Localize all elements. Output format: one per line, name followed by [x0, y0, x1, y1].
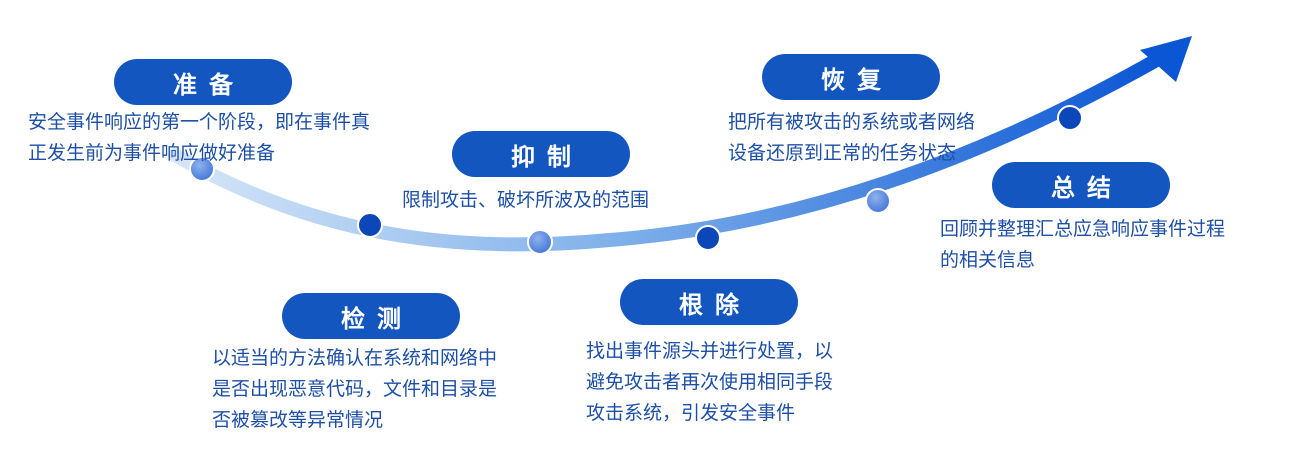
stage-prepare-line: 安全事件响应的第一个阶段，即在事件真 [28, 111, 371, 133]
node-summarize [865, 188, 891, 214]
curve-nodes [189, 105, 1083, 255]
stage-contain-description: 限制攻击、破坏所波及的范围 [402, 185, 649, 216]
stage-recover-title: 恢复 [762, 54, 940, 100]
stage-recover-description: 把所有被攻击的系统或者网络 设备还原到正常的任务状态 [728, 107, 975, 169]
progress-curve [168, 51, 1167, 252]
stage-contain-title: 抑制 [452, 131, 630, 177]
stage-recover-line: 设备还原到正常的任务状态 [728, 142, 957, 164]
stage-summarize-description: 回顾并整理汇总应急响应事件过程 的相关信息 [940, 214, 1225, 276]
stage-recover-line: 把所有被攻击的系统或者网络 [728, 111, 976, 133]
node-contain [527, 229, 553, 255]
stage-eradicate-line: 攻击系统，引发安全事件 [586, 402, 796, 424]
node-detect [357, 212, 383, 238]
stage-eradicate-line: 找出事件源头并进行处置，以 [586, 340, 834, 362]
stage-prepare-description: 安全事件响应的第一个阶段，即在事件真 正发生前为事件响应做好准备 [28, 107, 370, 169]
stage-eradicate-description: 找出事件源头并进行处置，以 避免攻击者再次使用相同手段 攻击系统，引发安全事件 [586, 336, 833, 429]
node-eradicate [695, 225, 721, 251]
stage-prepare-title: 准备 [114, 59, 292, 105]
stage-summarize-line: 回顾并整理汇总应急响应事件过程 [940, 218, 1226, 240]
stage-summarize-line: 的相关信息 [940, 249, 1036, 271]
stage-summarize-title: 总结 [992, 162, 1170, 208]
stage-detect-line: 否被篡改等异常情况 [212, 409, 384, 431]
stage-detect-title: 检测 [282, 293, 460, 339]
stage-detect-description: 以适当的方法确认在系统和网络中 是否出现恶意代码，文件和目录是 否被篡改等异常情… [212, 343, 497, 436]
stage-detect-line: 是否出现恶意代码，文件和目录是 [212, 378, 498, 400]
stage-prepare-line: 正发生前为事件响应做好准备 [28, 142, 276, 164]
stage-detect-line: 以适当的方法确认在系统和网络中 [212, 347, 498, 369]
arrow-head-icon [1140, 36, 1192, 82]
stage-eradicate-line: 避免攻击者再次使用相同手段 [586, 371, 834, 393]
node-prepare [189, 156, 215, 182]
stage-contain-line: 限制攻击、破坏所波及的范围 [402, 189, 650, 211]
stage-eradicate-title: 根除 [620, 279, 798, 325]
node-recover [1057, 105, 1083, 131]
